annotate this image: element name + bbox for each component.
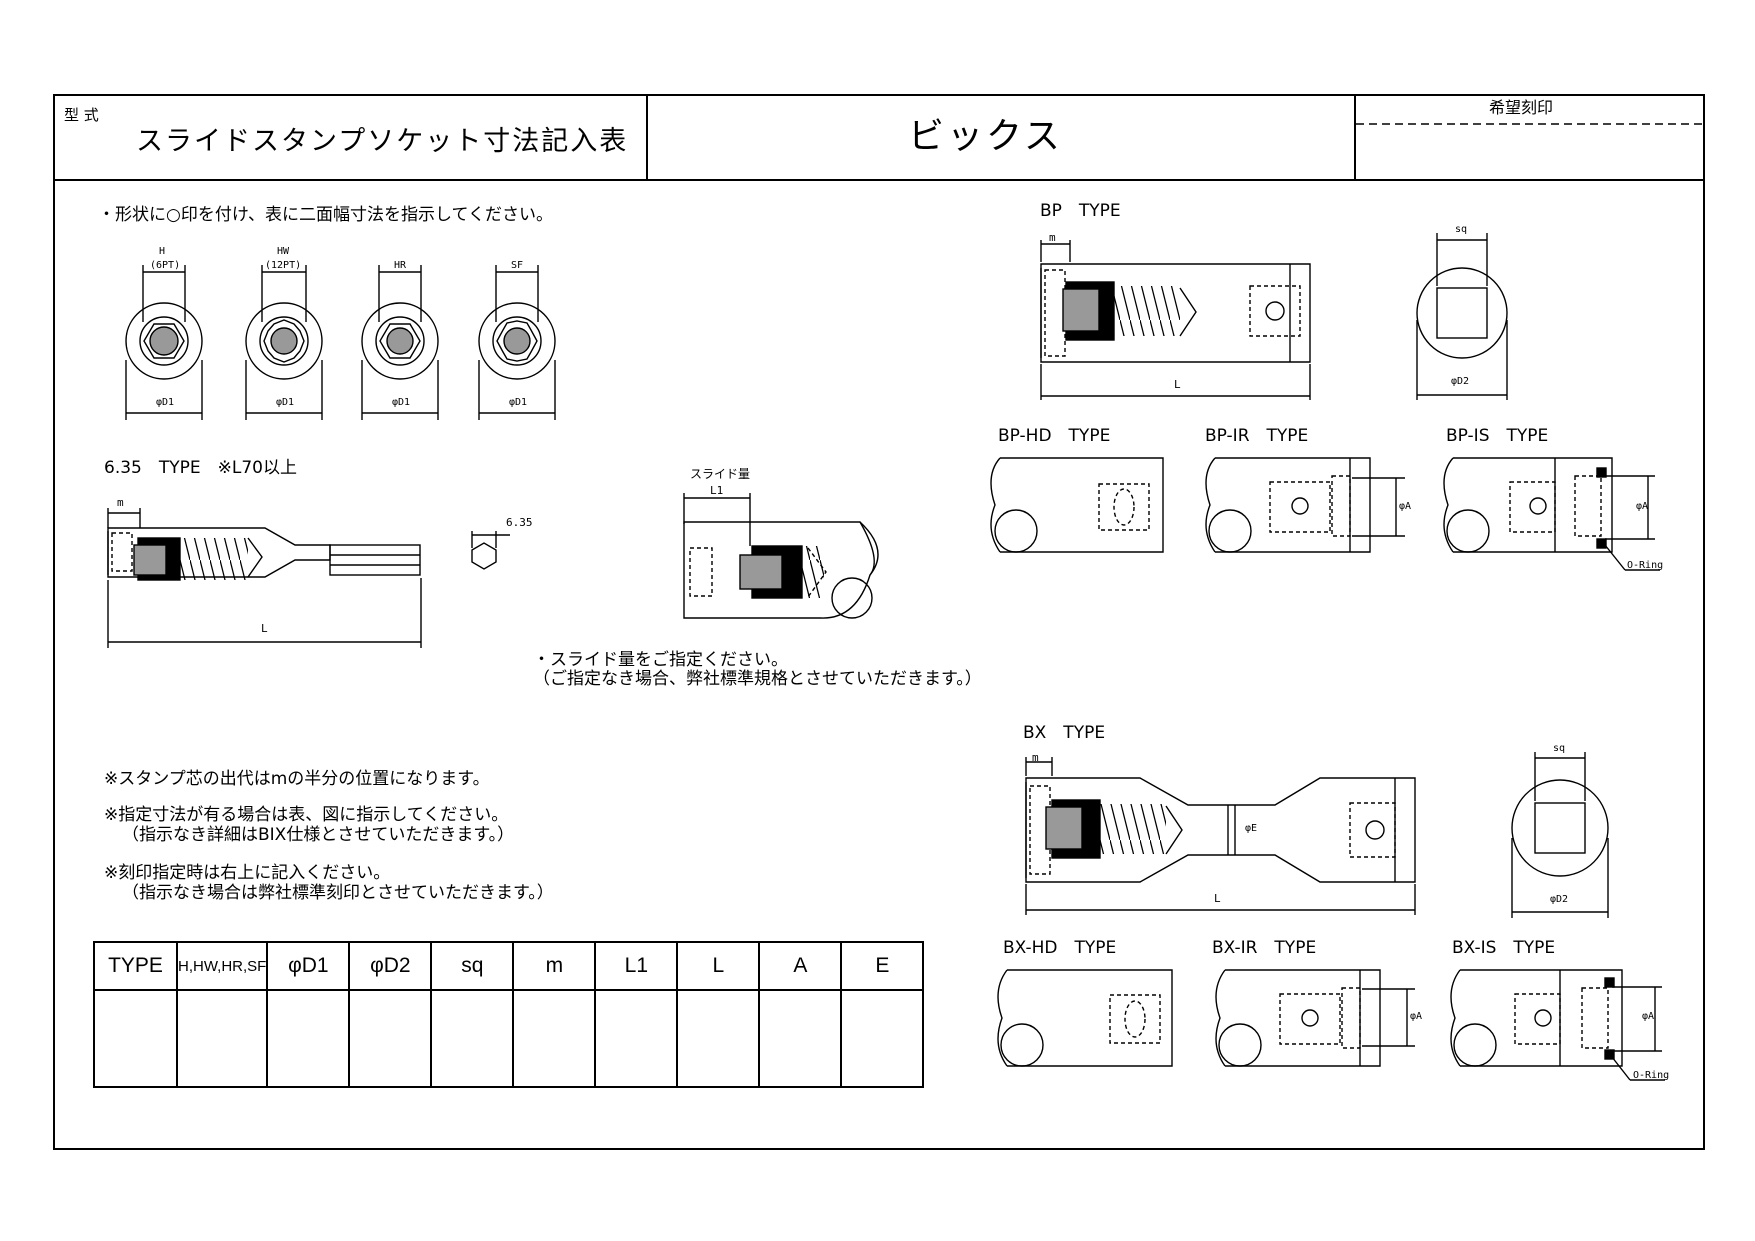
bx-l: L — [1214, 892, 1221, 905]
shape-sf-dim: φD1 — [509, 397, 528, 408]
slide-drawing — [683, 493, 879, 619]
shape-hw-dim: φD1 — [276, 397, 295, 408]
bx-hd-drawing — [997, 969, 1173, 1067]
bp-m: m — [1049, 231, 1056, 244]
type-635-title: 6.35 TYPE ※L70以上 — [104, 458, 297, 478]
cell-sq[interactable] — [430, 989, 515, 1088]
bx-is-drawing — [1450, 969, 1665, 1081]
shape-hw-label: HW — [277, 246, 290, 257]
cell-l[interactable] — [676, 989, 761, 1088]
col-l: L — [676, 941, 761, 991]
shape-h-label: H — [159, 246, 166, 257]
shape-h-dim: φD1 — [156, 397, 175, 408]
bp-ir-dim-a: φA — [1399, 501, 1412, 512]
bp-title: BP TYPE — [1040, 201, 1121, 221]
engraving-label: 希望刻印 — [1489, 98, 1554, 117]
slide-note-2: （ご指定なき場合、弊社標準規格とさせていただきます。） — [533, 669, 982, 689]
bp-is-dim-a: φA — [1636, 501, 1649, 512]
bp-hd-title: BP-HD TYPE — [998, 426, 1111, 446]
col-sq: sq — [430, 941, 515, 991]
bx-m: m — [1032, 751, 1039, 764]
drawing-frame — [53, 94, 1705, 1150]
dimension-table: TYPE H,HW,HR,SF φD1 φD2 sq m L1 L A E — [93, 941, 925, 1088]
shape-h-sub: (6PT) — [150, 260, 181, 271]
shape-hr-drawing — [361, 265, 439, 420]
cell-m[interactable] — [512, 989, 597, 1088]
col-e: E — [840, 941, 925, 991]
shape-sf-label: SF — [511, 260, 524, 271]
model-label: 型 式 — [64, 106, 99, 124]
bp-drawing — [1040, 233, 1508, 400]
cell-type[interactable] — [93, 989, 178, 1088]
slide-note-1: ・スライド量をご指定ください。 — [533, 650, 788, 670]
engrave-note-2: （指示なき場合は弊社標準刻印とさせていただきます。） — [122, 883, 554, 903]
shape-hr-label: HR — [394, 260, 407, 271]
shape-hr-dim: φD1 — [392, 397, 411, 408]
dim-note-1: ※指定寸法が有る場合は表、図に指示してください。 — [104, 805, 509, 825]
type-635-l: L — [261, 622, 268, 635]
engrave-note-1: ※刻印指定時は右上に記入ください。 — [104, 863, 391, 883]
bx-drawing — [1025, 752, 1609, 918]
bp-ir-title: BP-IR TYPE — [1205, 426, 1309, 446]
brand-name: ビックス — [908, 116, 1063, 157]
shape-instruction: ・形状に○印を付け、表に二面幅寸法を指示してください。 — [98, 205, 553, 225]
bx-is-oring: O-Ring — [1633, 1070, 1670, 1081]
engraving-input-area[interactable] — [1358, 127, 1702, 177]
bx-ir-drawing — [1215, 969, 1415, 1067]
bp-sq: sq — [1455, 224, 1468, 235]
col-d2: φD2 — [348, 941, 433, 991]
bx-e: φE — [1245, 823, 1258, 834]
bx-hd-title: BX-HD TYPE — [1003, 938, 1117, 958]
bp-ir-drawing — [1205, 457, 1405, 553]
bx-ir-title: BX-IR TYPE — [1212, 938, 1317, 958]
bx-is-title: BX-IS TYPE — [1452, 938, 1556, 958]
type-635-m: m — [117, 496, 124, 509]
bp-is-oring: O-Ring — [1627, 560, 1664, 571]
bx-sq: sq — [1553, 743, 1566, 754]
bx-is-dim-a: φA — [1642, 1011, 1655, 1022]
slide-dim: L1 — [710, 484, 724, 497]
cell-d1[interactable] — [266, 989, 351, 1088]
bp-is-title: BP-IS TYPE — [1446, 426, 1549, 446]
bx-title: BX TYPE — [1023, 723, 1106, 743]
col-shape: H,HW,HR,SF — [175, 941, 269, 991]
shape-hw-drawing — [245, 265, 323, 420]
cell-l1[interactable] — [594, 989, 679, 1088]
type-635-hex: 6.35 — [506, 516, 533, 529]
page-title: スライドスタンプソケット寸法記入表 — [136, 126, 629, 157]
col-m: m — [512, 941, 597, 991]
col-l1: L1 — [594, 941, 679, 991]
stamp-note: ※スタンプ芯の出代はmの半分の位置になります。 — [104, 769, 490, 789]
col-type: TYPE — [93, 941, 178, 991]
cell-a[interactable] — [758, 989, 843, 1088]
table-header-row: TYPE H,HW,HR,SF φD1 φD2 sq m L1 L A E — [93, 941, 925, 991]
cell-d2[interactable] — [348, 989, 433, 1088]
bp-hd-drawing — [990, 457, 1164, 553]
col-a: A — [758, 941, 843, 991]
shape-sf-drawing — [478, 265, 556, 420]
slide-label: スライド量 — [690, 467, 751, 481]
bp-is-drawing — [1443, 457, 1660, 571]
bx-ir-dim-a: φA — [1410, 1011, 1423, 1022]
type-635-drawing — [107, 508, 510, 648]
bp-l: L — [1174, 378, 1181, 391]
shape-hw-sub: (12PT) — [265, 260, 302, 271]
col-d1: φD1 — [266, 941, 351, 991]
bp-d2: φD2 — [1451, 376, 1470, 387]
cell-e[interactable] — [840, 989, 925, 1088]
shape-h-drawing — [125, 265, 203, 420]
table-row — [93, 989, 925, 1088]
dim-note-2: （指示なき詳細はBIX仕様とさせていただきます。） — [122, 825, 515, 845]
cell-shape[interactable] — [175, 989, 269, 1088]
bx-d2: φD2 — [1550, 894, 1569, 905]
